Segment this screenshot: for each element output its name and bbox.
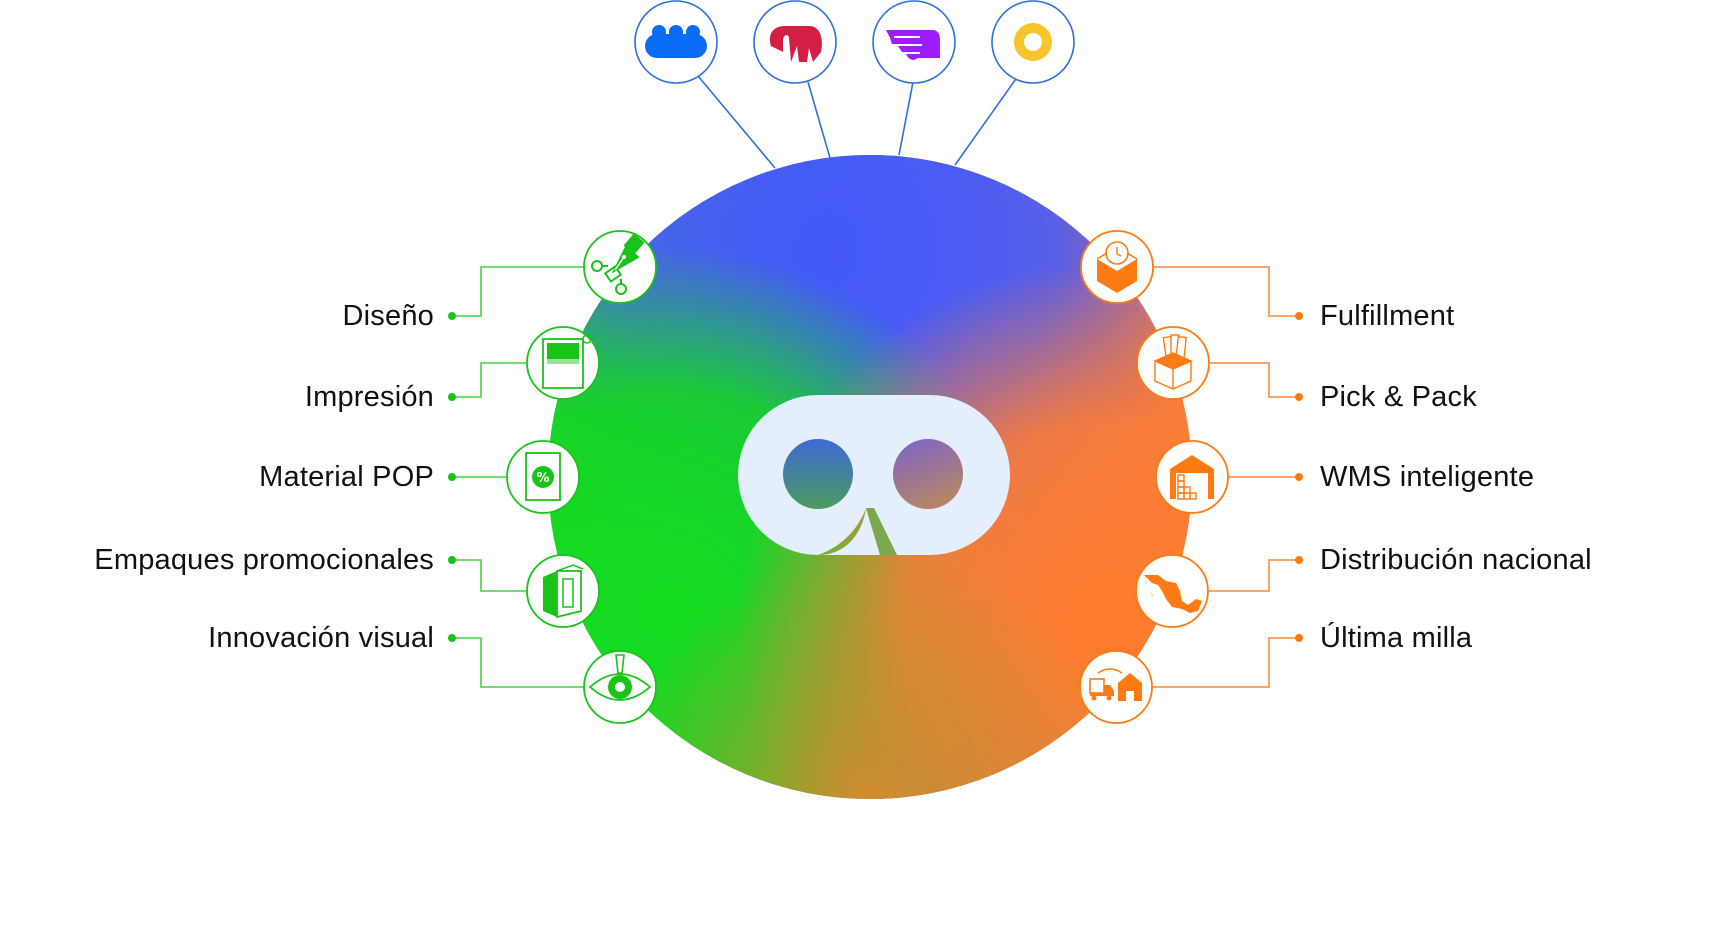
mexico-map-icon <box>1144 575 1202 613</box>
blue-bumps-logo-icon <box>645 25 707 58</box>
service-badge-distribucion[interactable] <box>1135 554 1209 628</box>
service-badge-ultima-milla[interactable] <box>1079 650 1153 724</box>
service-label-innovacion: Innovación visual <box>208 622 434 654</box>
service-label-impresion: Impresión <box>304 381 434 413</box>
brand-connectors <box>697 75 1019 169</box>
service-badge-wms[interactable] <box>1155 440 1229 514</box>
service-label-diseno: Diseño <box>342 300 434 332</box>
discount-poster-icon: % <box>525 452 561 501</box>
right-dots <box>1295 312 1303 642</box>
connector-innovacion <box>452 637 587 688</box>
service-badge-pick-pack[interactable] <box>1136 326 1210 400</box>
brand-connector-line <box>898 81 914 156</box>
brand-connector-line <box>807 81 831 159</box>
box-documents-icon <box>1153 334 1193 390</box>
service-label-ultima-milla: Última milla <box>1320 622 1473 654</box>
package-box-icon <box>543 564 584 619</box>
box-clock-icon <box>1096 241 1138 293</box>
service-badge-fulfillment[interactable] <box>1080 230 1154 304</box>
brand-badge[interactable] <box>634 0 718 84</box>
bullet-dot <box>448 556 456 564</box>
eye-icon <box>588 654 652 701</box>
logo-left-eye <box>783 439 853 509</box>
warehouse-icon <box>1170 455 1214 500</box>
brand-badge[interactable] <box>753 0 837 84</box>
connector-pick-pack <box>1209 362 1299 398</box>
red-m-logo-icon <box>769 26 822 62</box>
bullet-dot <box>1295 556 1303 564</box>
print-sheet-icon <box>542 334 592 389</box>
service-badge-innovacion[interactable] <box>583 650 657 724</box>
mask-logo-icon <box>738 395 1010 555</box>
left-connectors <box>452 266 587 688</box>
bullet-dot <box>448 312 456 320</box>
brand-connector-line <box>954 75 1019 166</box>
connector-fulfillment <box>1153 266 1299 317</box>
service-badge-material-pop[interactable]: % <box>506 440 580 514</box>
left-dots <box>448 312 456 642</box>
connector-ultima-milla <box>1153 637 1299 688</box>
bullet-dot <box>1295 393 1303 401</box>
service-label-fulfillment: Fulfillment <box>1320 300 1455 332</box>
service-label-material-pop: Material POP <box>259 461 434 493</box>
service-label-distribucion: Distribución nacional <box>1320 544 1592 576</box>
svg-text:%: % <box>536 471 549 486</box>
bullet-dot <box>448 473 456 481</box>
truck-house-icon <box>1089 668 1142 701</box>
bullet-dot <box>448 634 456 642</box>
service-label-pick-pack: Pick & Pack <box>1320 381 1477 413</box>
connector-distribucion <box>1209 559 1299 592</box>
brand-badge[interactable] <box>872 0 956 84</box>
brand-connector-line <box>697 75 776 169</box>
connector-impresion <box>452 362 527 398</box>
bullet-dot <box>1295 473 1303 481</box>
pen-tool-icon <box>591 233 645 295</box>
bullet-dot <box>1295 634 1303 642</box>
right-connectors <box>1153 266 1299 688</box>
service-label-wms: WMS inteligente <box>1320 461 1535 493</box>
bullet-dot <box>448 393 456 401</box>
service-label-empaques: Empaques promocionales <box>94 544 434 576</box>
brand-badge[interactable] <box>991 0 1075 84</box>
bullet-dot <box>1295 312 1303 320</box>
yellow-ring-logo-icon <box>1014 23 1052 61</box>
service-badge-diseno[interactable] <box>583 230 657 304</box>
service-badge-impresion[interactable] <box>526 326 600 400</box>
logo-right-eye <box>893 439 963 509</box>
purple-wing-logo-icon <box>886 30 940 60</box>
connector-diseno <box>452 266 587 317</box>
connector-empaques <box>452 559 527 592</box>
service-badge-empaques[interactable] <box>526 554 600 628</box>
